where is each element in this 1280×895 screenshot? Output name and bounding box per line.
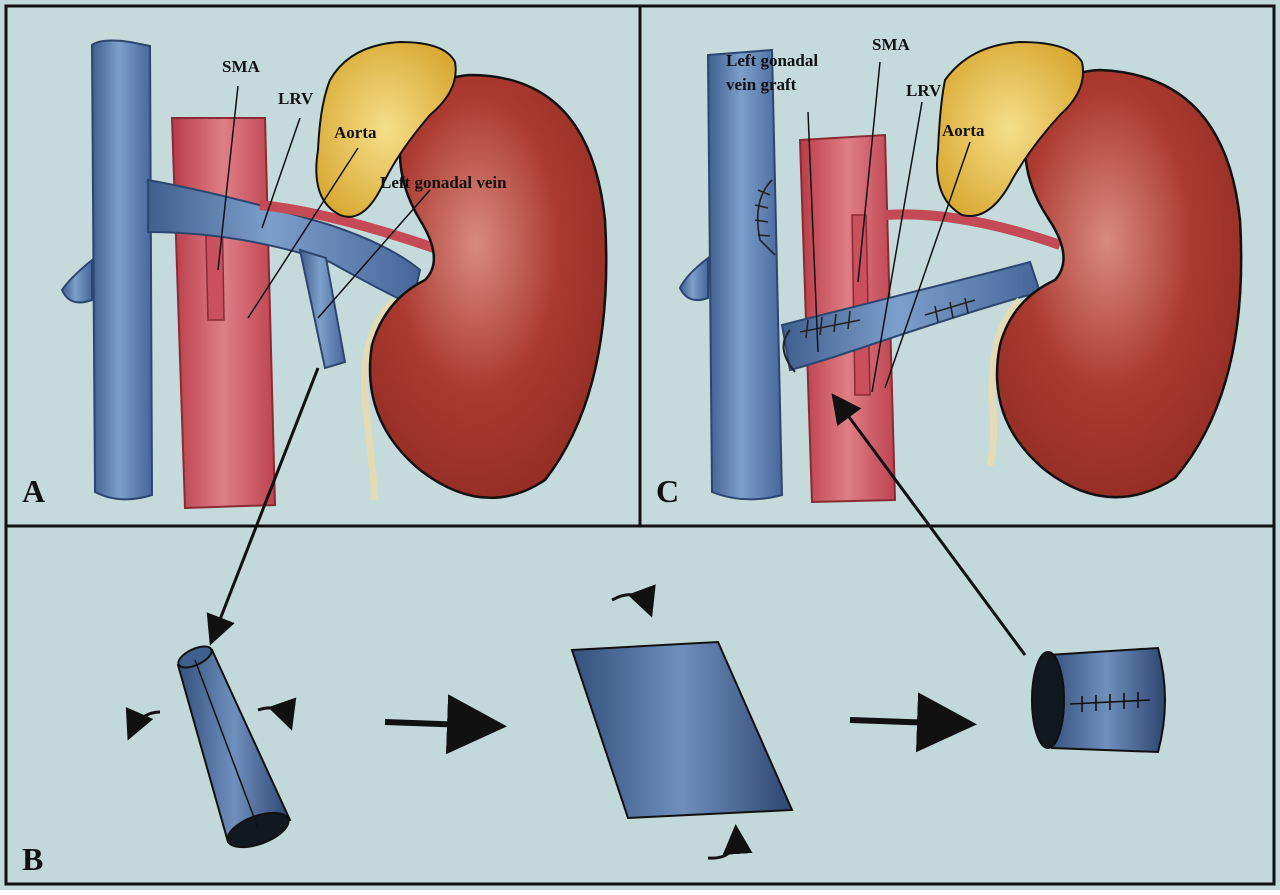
renal-artery-shape [259, 200, 442, 255]
excised-vein-tube [176, 645, 292, 849]
label-c-graft-line1: Left gonadal [726, 51, 818, 70]
graft-vein-shape [780, 260, 1042, 372]
graft-suture-right [924, 297, 976, 323]
label-a-lrv: LRV [278, 89, 314, 108]
graft-suture-left [782, 329, 796, 373]
sma-leader-line [217, 85, 239, 271]
kidney-shape [368, 73, 608, 500]
unroll-arrow-right [257, 697, 297, 731]
process-arrow-1 [384, 694, 507, 755]
process-arrow-2 [849, 692, 977, 753]
ivc-suture [754, 179, 776, 256]
adrenal-shape [315, 40, 457, 218]
graft-suture-stitches [799, 310, 861, 339]
kidney-shape-c [995, 68, 1243, 499]
ureter-shape [360, 297, 398, 501]
label-a-left-gonadal-vein: Left gonadal vein [380, 173, 507, 192]
arrow-harvest-to-tube [206, 367, 320, 646]
arrow-graft-to-implant [831, 393, 1027, 656]
lrv-leader-line [261, 117, 301, 229]
unroll-arrow-left [125, 707, 161, 741]
label-c-aorta: Aorta [942, 121, 985, 140]
aorta-leader-line [247, 147, 359, 319]
fold-arrow-bottom [707, 824, 753, 860]
gonadal-leader-line [317, 189, 431, 319]
flat-vein-sheet [570, 640, 794, 820]
label-c-graft-line2: vein graft [726, 75, 797, 94]
panel-b: B [4, 524, 1276, 886]
aorta-leader-line-c [884, 141, 971, 389]
fold-arrow-top [611, 584, 656, 618]
sma-leader-line-c [857, 61, 881, 283]
graft-tube-open-end [1031, 651, 1065, 749]
lrv-leader-line-c [871, 101, 923, 393]
tube-incision-line [194, 659, 259, 829]
label-a-sma: SMA [222, 57, 261, 76]
graft-tube-body [1046, 646, 1166, 754]
rolled-graft-tube [1031, 646, 1166, 754]
panel-b-letter: B [22, 841, 43, 877]
panel-a-letter: A [22, 473, 45, 509]
panel-c: Left gonadal vein graft SMA LRV Aorta C [638, 4, 1276, 528]
panel-a: SMA LRV Aorta Left gonadal vein A [4, 4, 642, 528]
label-c-lrv: LRV [906, 81, 942, 100]
ivc-shape-c [706, 48, 784, 501]
graft-tube-suture [1069, 692, 1151, 712]
adrenal-shape-c [936, 40, 1084, 217]
label-a-aorta: Aorta [334, 123, 377, 142]
label-c-sma: SMA [872, 35, 911, 54]
ivc-shape [90, 39, 154, 501]
panel-c-letter: C [656, 473, 679, 509]
ivc-branch-shape-c [678, 255, 709, 301]
graft-leader-line [807, 111, 819, 353]
ureter-shape-c [986, 297, 1023, 466]
gonadal-vein-shape [298, 248, 347, 370]
tube-top-end [177, 645, 213, 669]
ivc-branch-shape [60, 257, 93, 304]
